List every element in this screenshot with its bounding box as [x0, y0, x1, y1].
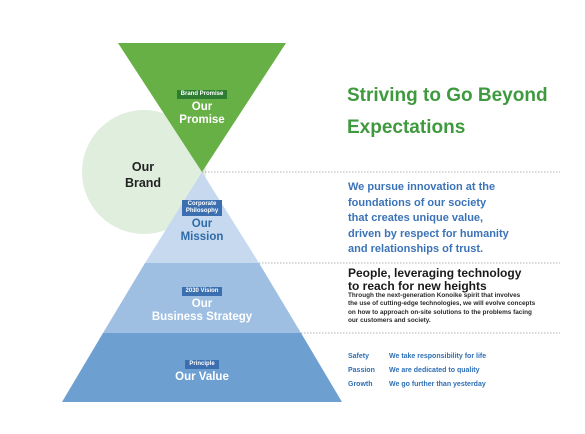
value-label: Principle Our Value [142, 352, 262, 384]
mission-statement-line5: and relationships of trust. [348, 243, 484, 256]
value-row-passion: Passion We are dedicated to quality [348, 363, 486, 377]
mission-statement-line1: We pursue innovation at the [348, 181, 496, 193]
mission-layer [145, 172, 259, 263]
strategy-body-line1: Through the next-generation Konoike spir… [348, 292, 521, 299]
brand-label: Our Brand [110, 160, 176, 191]
value-tag: Principle [185, 360, 219, 369]
mission-title-line2: Mission [180, 230, 224, 243]
strategy-label: 2030 Vision Our Business Strategy [135, 279, 269, 323]
value-row-safety: Safety We take responsibility for life [348, 349, 486, 363]
value-key: Safety [348, 352, 370, 360]
strategy-body-line2: the use of cutting-edge technologies, we… [348, 300, 536, 308]
strategy-tag: 2030 Vision [181, 287, 223, 296]
mission-statement-line3: that creates unique value, [348, 212, 484, 225]
strategy-body: Through the next-generation Konoike spir… [348, 292, 580, 326]
value-text: We take responsibility for life [389, 352, 487, 360]
headline-line1: Striving to Go Beyond [347, 85, 548, 106]
value-key: Growth [348, 380, 373, 388]
promise-triangle [118, 43, 286, 172]
promise-title-line2: Promise [179, 113, 225, 126]
mission-tag-line2: Philosophy [185, 208, 219, 214]
mission-label: Corporate Philosophy Our Mission [162, 199, 242, 243]
brand-circle [82, 110, 206, 234]
brand-label-line1: Our [131, 160, 155, 174]
promise-label: Brand Promise Our Promise [152, 82, 252, 126]
strategy-heading: People, leveraging technology to reach f… [348, 267, 521, 293]
strategy-title-line1: Our [191, 297, 213, 310]
mission-statement: We pursue innovation at the foundations … [348, 180, 578, 258]
headline-line2: Expectations [347, 117, 466, 138]
strategy-title-line2: Business Strategy [151, 310, 253, 323]
mission-tag-line1: Corporate [187, 201, 217, 208]
mission-statement-line2: foundations of our society [348, 196, 487, 209]
mission-statement-line4: driven by respect for humanity [348, 227, 509, 240]
mission-title-line1: Our [191, 217, 213, 230]
value-title: Our Value [175, 370, 229, 383]
values-list: Safety We take responsibility for life P… [348, 349, 486, 391]
value-key: Passion [348, 366, 375, 374]
strategy-layer [103, 263, 301, 333]
promise-tag: Brand Promise [176, 90, 228, 99]
value-text: We go further than yesterday [389, 380, 486, 388]
strategy-heading-line1: People, leveraging technology [348, 266, 522, 280]
strategy-heading-line2: to reach for new heights [348, 278, 487, 293]
promise-title-line1: Our [191, 100, 213, 113]
value-text: We are dedicated to quality [389, 366, 480, 374]
brand-label-line2: Brand [124, 175, 162, 190]
value-row-growth: Growth We go further than yesterday [348, 377, 486, 391]
strategy-body-line3: on how to approach on-site solutions to … [348, 308, 532, 316]
strategy-body-line4: our customers and society. [348, 317, 431, 325]
mission-tag: Corporate Philosophy [181, 200, 223, 216]
